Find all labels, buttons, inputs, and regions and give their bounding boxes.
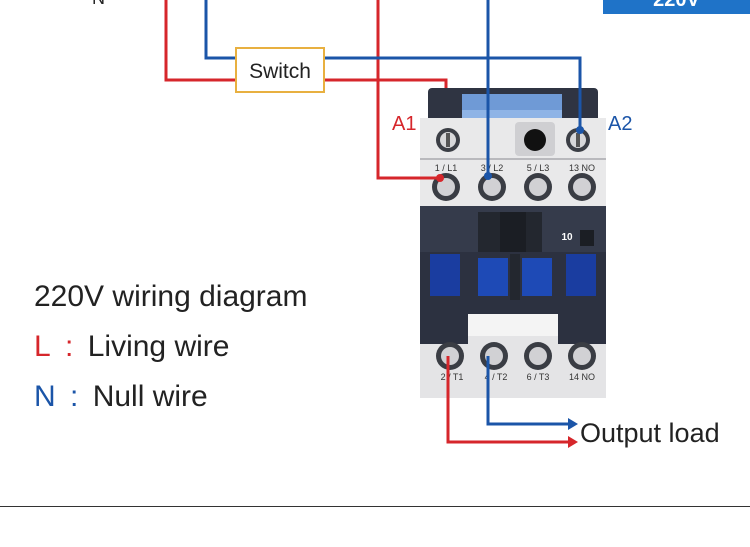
live-wire-switch-to-a2 [324,78,448,88]
screw-t2 [480,342,508,370]
screw-l3 [524,173,552,201]
screw-l2 [478,173,506,201]
terminal-label-4: 4 / T2 [485,372,508,382]
center-knob [524,129,546,151]
live-wire-output-t1 [446,356,568,444]
null-junction-dot [484,172,492,180]
terminal-label-5: 5 / L3 [527,163,550,173]
output-load-label: Output load [580,418,720,448]
blue-button-4 [566,254,596,296]
module-number: 10 [561,232,573,243]
module-slot-right [580,230,594,246]
screw-t3 [524,342,552,370]
terminal-label-6: 6 / T3 [527,372,550,382]
null-arrow-head [568,418,578,430]
screw-13no [568,173,596,201]
top-label-cut: N [92,0,105,8]
blue-button-3 [522,258,552,296]
a2-wire-dot [576,126,584,134]
screw-14no [568,342,596,370]
legend-null: N : Null wire [34,380,208,414]
voltage-badge-text: 220V [653,0,700,11]
legend-live-sep: : [65,330,74,363]
a1-screw [436,128,460,152]
screw-t1 [436,342,464,370]
live-junction-dot [436,174,444,182]
terminal-label-3: 3 / L2 [481,163,504,173]
terminal-label-13: 13 NO [569,163,595,173]
blue-button-2 [478,258,508,296]
lower-dark-frame [420,336,468,344]
legend-live-key: L [34,330,51,363]
terminal-label-1: 1 / L1 [435,163,458,173]
null-wire-output-t2 [486,356,568,426]
voltage-badge: 220V [603,0,750,14]
terminal-label-2: 2 / T1 [441,372,464,382]
diagram-title-text: 220V wiring diagram [34,280,308,313]
live-wires [164,0,568,444]
bottom-divider [0,506,750,507]
legend-live-text: Living wire [87,330,230,363]
null-wire-to-switch-top [204,0,582,130]
legend-null-sep: : [70,380,79,413]
live-arrow-head [568,436,578,448]
a1-label: A1 [392,113,416,135]
button-separator [510,254,520,300]
switch-box: Switch [235,47,325,93]
blue-button-1 [430,254,460,296]
upper-terminal-divider [420,158,606,160]
contactor: 1 / L1 3 / L2 5 / L3 13 NO 10 [420,88,606,398]
null-wires [204,0,582,426]
a2-label: A2 [608,113,632,135]
lower-dark-frame-r [558,336,606,344]
a2-screw [566,128,590,152]
diagram-title: 220V wiring diagram [34,280,307,314]
terminal-label-14: 14 NO [569,372,595,382]
module-slot-inner [500,212,526,252]
legend-null-key: N [34,380,56,413]
legend-live: L : Living wire [34,330,229,364]
live-wire-to-switch [164,0,236,82]
switch-label: Switch [249,60,311,83]
legend-null-text: Null wire [92,380,208,413]
